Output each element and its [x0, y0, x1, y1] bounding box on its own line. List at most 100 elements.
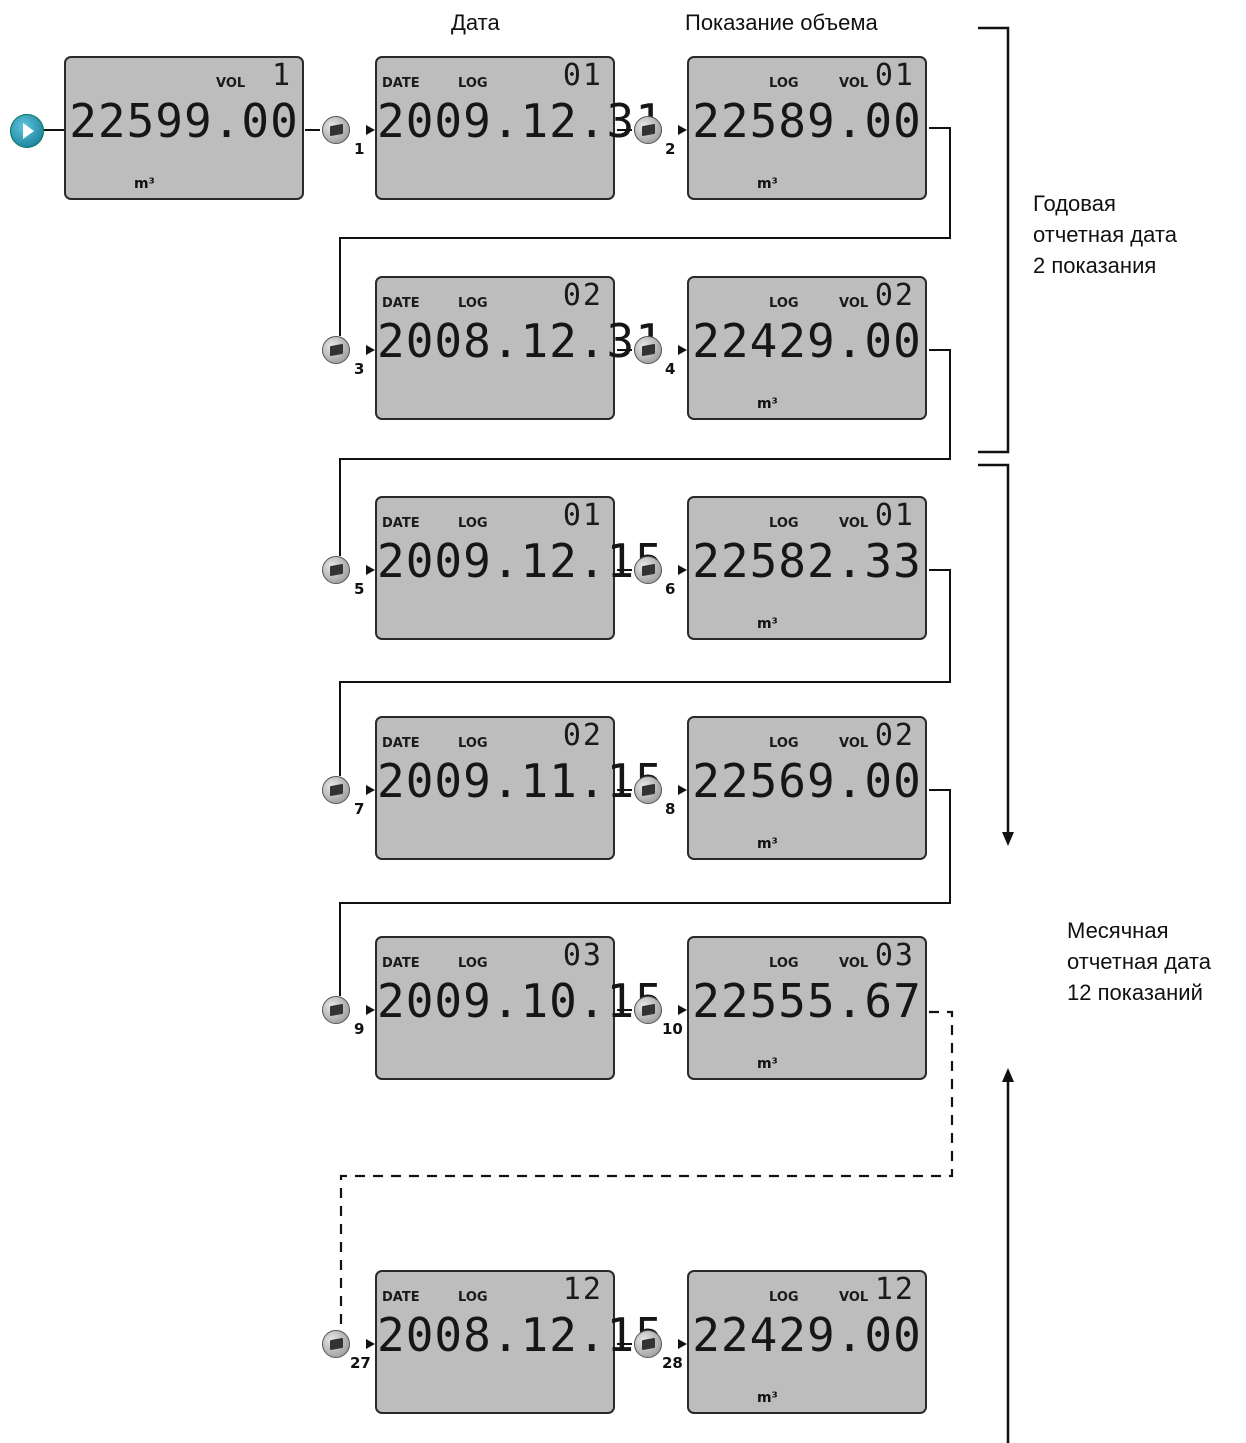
annual-label-line-3: 2 показания — [1033, 253, 1157, 278]
step-button-icon[interactable] — [634, 1330, 662, 1358]
lcd-value: 22599.00 — [69, 94, 299, 148]
lcd-unit: m³ — [757, 396, 778, 412]
lcd-volume-row-5: LOG VOL 03 22555.67 m³ — [687, 936, 927, 1080]
annual-label-line-1: Годовая — [1033, 191, 1116, 216]
step-button-icon[interactable] — [322, 996, 350, 1024]
lcd-vol-label: VOL — [839, 76, 869, 91]
lcd-log-label: LOG — [769, 1290, 799, 1305]
lcd-index: 02 — [562, 718, 603, 753]
step-button-icon[interactable] — [634, 996, 662, 1024]
arrowhead-icon — [678, 345, 687, 355]
step-number: 6 — [665, 580, 676, 598]
lcd-date-label: DATE — [382, 956, 420, 971]
lcd-index: 01 — [874, 58, 915, 93]
lcd-index: 03 — [562, 938, 603, 973]
lcd-vol-label: VOL — [839, 736, 869, 751]
step-button-icon[interactable] — [322, 116, 350, 144]
arrowhead-icon — [366, 1005, 375, 1015]
lcd-index: 1 — [271, 58, 292, 93]
step-button-icon[interactable] — [322, 776, 350, 804]
lcd-value: 2008.12.31 — [377, 314, 664, 368]
lcd-vol-label: VOL — [839, 1290, 869, 1305]
lcd-unit: m³ — [757, 1056, 778, 1072]
step-button-icon[interactable] — [322, 1330, 350, 1358]
arrowhead-icon — [678, 565, 687, 575]
step-button-icon[interactable] — [634, 556, 662, 584]
arrowhead-icon — [678, 785, 687, 795]
lcd-volume-row-3: LOG VOL 01 22582.33 m³ — [687, 496, 927, 640]
lcd-vol-label: VOL — [839, 956, 869, 971]
monthly-label-line-3: 12 показаний — [1067, 980, 1203, 1005]
step-button-icon[interactable] — [634, 116, 662, 144]
step-button-icon[interactable] — [634, 336, 662, 364]
lcd-vol-label: VOL — [839, 296, 869, 311]
lcd-volume-row-6: LOG VOL 12 22429.00 m³ — [687, 1270, 927, 1414]
lcd-index: 02 — [874, 278, 915, 313]
monthly-label-line-2: отчетная дата — [1067, 949, 1211, 974]
step-number: 5 — [354, 580, 365, 598]
lcd-index: 02 — [562, 278, 603, 313]
step-number: 2 — [665, 140, 676, 158]
step-number: 27 — [350, 1354, 371, 1372]
lcd-unit: m³ — [134, 176, 155, 192]
arrowhead-icon — [366, 125, 375, 135]
step-button-icon[interactable] — [634, 776, 662, 804]
header-volume: Показание объема — [685, 10, 878, 35]
lcd-log-label: LOG — [769, 736, 799, 751]
lcd-log-label: LOG — [769, 516, 799, 531]
lcd-date-label: DATE — [382, 1290, 420, 1305]
lcd-date-row-5: DATE LOG 03 2009.10.15 — [375, 936, 664, 1080]
lcd-volume-row-2: LOG VOL 02 22429.00 m³ — [687, 276, 927, 420]
lcd-index: 02 — [874, 718, 915, 753]
lcd-index: 01 — [562, 58, 603, 93]
lcd-log-label: LOG — [769, 956, 799, 971]
lcd-log-label: LOG — [769, 76, 799, 91]
step-number: 8 — [665, 800, 676, 818]
step-number: 1 — [354, 140, 365, 158]
lcd-value: 2009.11.15 — [377, 754, 664, 808]
step-number: 28 — [662, 1354, 683, 1372]
lcd-index: 01 — [874, 498, 915, 533]
arrowhead-icon — [366, 1339, 375, 1349]
lcd-vol-label: VOL — [839, 516, 869, 531]
step-button-icon[interactable] — [322, 336, 350, 364]
lcd-date-row-2: DATE LOG 02 2008.12.31 — [375, 276, 664, 420]
annual-bracket — [978, 26, 1010, 454]
lcd-date-row-4: DATE LOG 02 2009.11.15 — [375, 716, 664, 860]
annual-label-line-2: отчетная дата — [1033, 222, 1177, 247]
lcd-log-label: LOG — [458, 1290, 488, 1305]
play-icon[interactable] — [10, 114, 44, 148]
lcd-value: 22429.00 — [692, 1308, 922, 1362]
lcd-date-label: DATE — [382, 516, 420, 531]
monthly-arrow-down — [1002, 832, 1014, 846]
lcd-log-label: LOG — [769, 296, 799, 311]
step-number: 7 — [354, 800, 365, 818]
lcd-index: 01 — [562, 498, 603, 533]
lcd-value: 22429.00 — [692, 314, 922, 368]
dashed-skip-connector — [339, 1010, 954, 1330]
lcd-log-label: LOG — [458, 736, 488, 751]
lcd-value: 22582.33 — [692, 534, 922, 588]
lcd-value: 2009.10.15 — [377, 974, 664, 1028]
lcd-index: 12 — [874, 1272, 915, 1307]
lcd-date-label: DATE — [382, 296, 420, 311]
header-date: Дата — [451, 10, 500, 35]
monthly-arrow-up — [1002, 1068, 1014, 1082]
lcd-log-label: LOG — [458, 516, 488, 531]
lcd-index: 12 — [562, 1272, 603, 1307]
lcd-value: 2008.12.15 — [377, 1308, 664, 1362]
lcd-date-row-6: DATE LOG 12 2008.12.15 — [375, 1270, 664, 1414]
lcd-log-label: LOG — [458, 296, 488, 311]
lcd-unit: m³ — [757, 176, 778, 192]
step-button-icon[interactable] — [322, 556, 350, 584]
lcd-unit: m³ — [757, 1390, 778, 1406]
step-number: 4 — [665, 360, 676, 378]
arrowhead-icon — [678, 1005, 687, 1015]
monthly-label: Месячная отчетная дата 12 показаний — [1067, 915, 1211, 1008]
step-number: 9 — [354, 1020, 365, 1038]
step-number: 10 — [662, 1020, 683, 1038]
arrowhead-icon — [366, 565, 375, 575]
monthly-bracket-top — [978, 463, 1010, 834]
arrowhead-icon — [366, 345, 375, 355]
